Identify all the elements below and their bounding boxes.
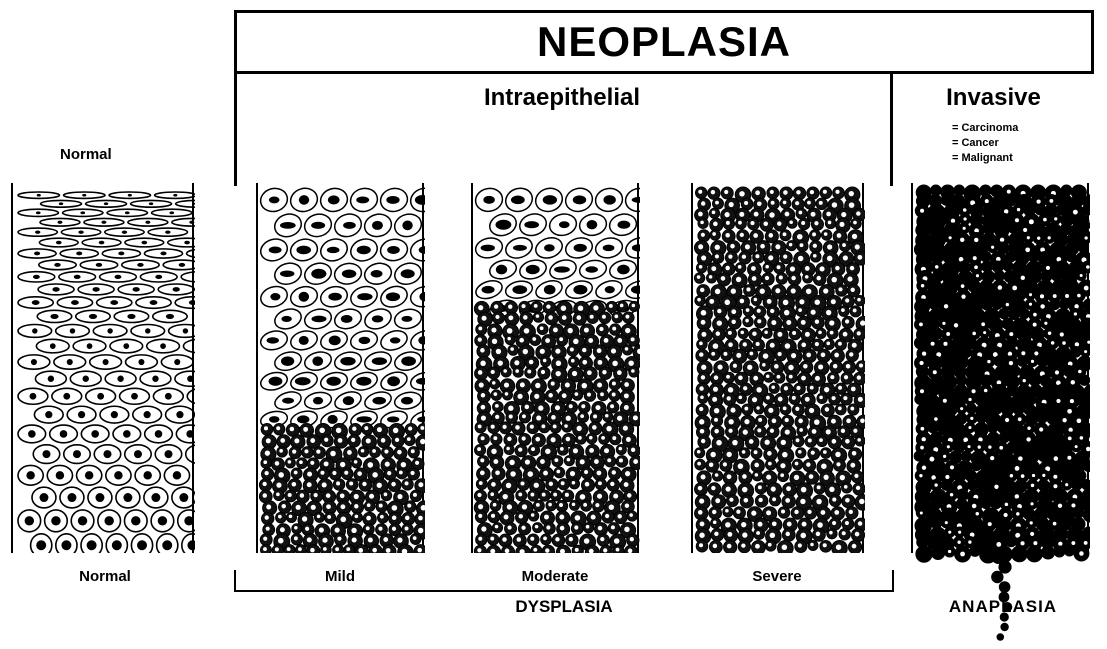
invasive-terms-list: Carcinoma Cancer Malignant bbox=[952, 121, 1018, 166]
invasive-carcinoma-illustration bbox=[910, 183, 1090, 643]
mild-dysplasia-illustration bbox=[255, 183, 425, 553]
panel-moderate-dysplasia bbox=[470, 183, 640, 553]
neoplasia-title-box: NEOPLASIA bbox=[234, 10, 1094, 74]
invasive-term-carcinoma: Carcinoma bbox=[952, 121, 1018, 136]
invasive-label: Invasive bbox=[893, 84, 1094, 112]
normal-top-label: Normal bbox=[60, 146, 112, 163]
severe-dysplasia-illustration bbox=[690, 183, 865, 553]
normal-bottom-label: Normal bbox=[40, 568, 170, 585]
neoplasia-title: NEOPLASIA bbox=[537, 18, 791, 66]
invasive-term-malignant: Malignant bbox=[952, 151, 1018, 166]
normal-epithelium-illustration bbox=[10, 183, 195, 553]
intraepithelial-label: Intraepithelial bbox=[234, 84, 890, 112]
invasive-term-cancer: Cancer bbox=[952, 136, 1018, 151]
dysplasia-label: DYSPLASIA bbox=[234, 597, 894, 617]
panel-mild-dysplasia bbox=[255, 183, 425, 553]
panel-normal bbox=[10, 183, 195, 553]
dysplasia-bracket bbox=[234, 570, 894, 592]
moderate-dysplasia-illustration bbox=[470, 183, 640, 553]
anaplasia-label: ANAPLASIA bbox=[918, 597, 1088, 617]
panel-severe-dysplasia bbox=[690, 183, 865, 553]
panel-invasive bbox=[910, 183, 1090, 643]
